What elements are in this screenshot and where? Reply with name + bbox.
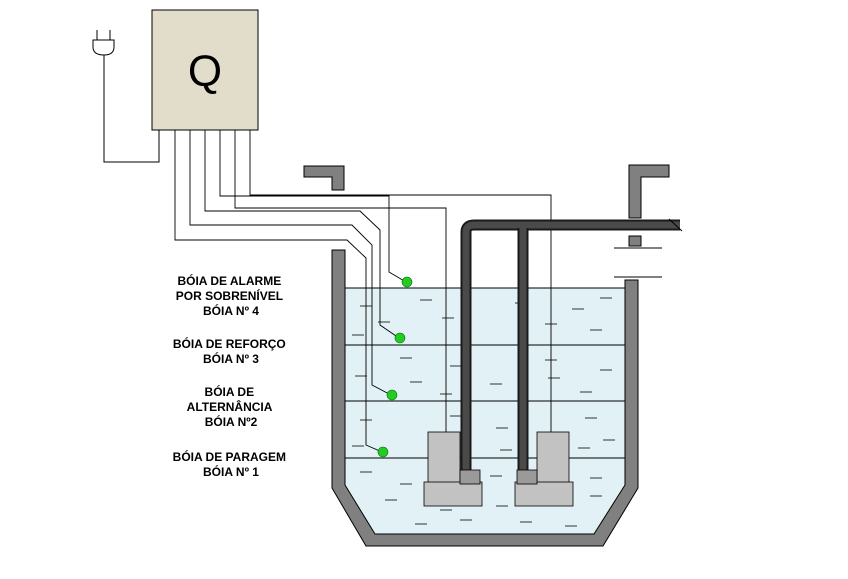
power-plug-icon	[92, 30, 115, 64]
level-lines	[345, 287, 625, 459]
float-1-label: BÓIA DE PARAGEM BÓIA Nº 1	[173, 449, 290, 479]
control-panel-label: Q	[188, 47, 222, 96]
tank-cover-right	[628, 164, 670, 219]
float-3-label: BÓIA DE REFORÇO BÓIA Nº 3	[173, 336, 289, 366]
float-2-ball	[386, 389, 398, 401]
water	[345, 288, 625, 534]
float-4-label: BÓIA DE ALARME POR SOBRENÍVEL BÓIA Nº 4	[176, 273, 286, 318]
float-1-ball	[377, 446, 389, 458]
tank-cover-left	[303, 165, 345, 191]
pump-right	[514, 431, 574, 507]
discharge-pipes	[460, 218, 683, 478]
float-4-ball	[401, 276, 413, 288]
control-panel	[151, 9, 259, 131]
float-3-ball	[394, 332, 406, 344]
power-cable	[103, 64, 160, 163]
float-2-label: BÓIA DE ALTERNÂNCIA BÓIA Nº2	[187, 384, 276, 429]
pump-left	[423, 431, 483, 507]
float-cables	[174, 130, 552, 453]
tank-wall	[331, 249, 639, 547]
tank-wall-segment	[628, 235, 642, 247]
